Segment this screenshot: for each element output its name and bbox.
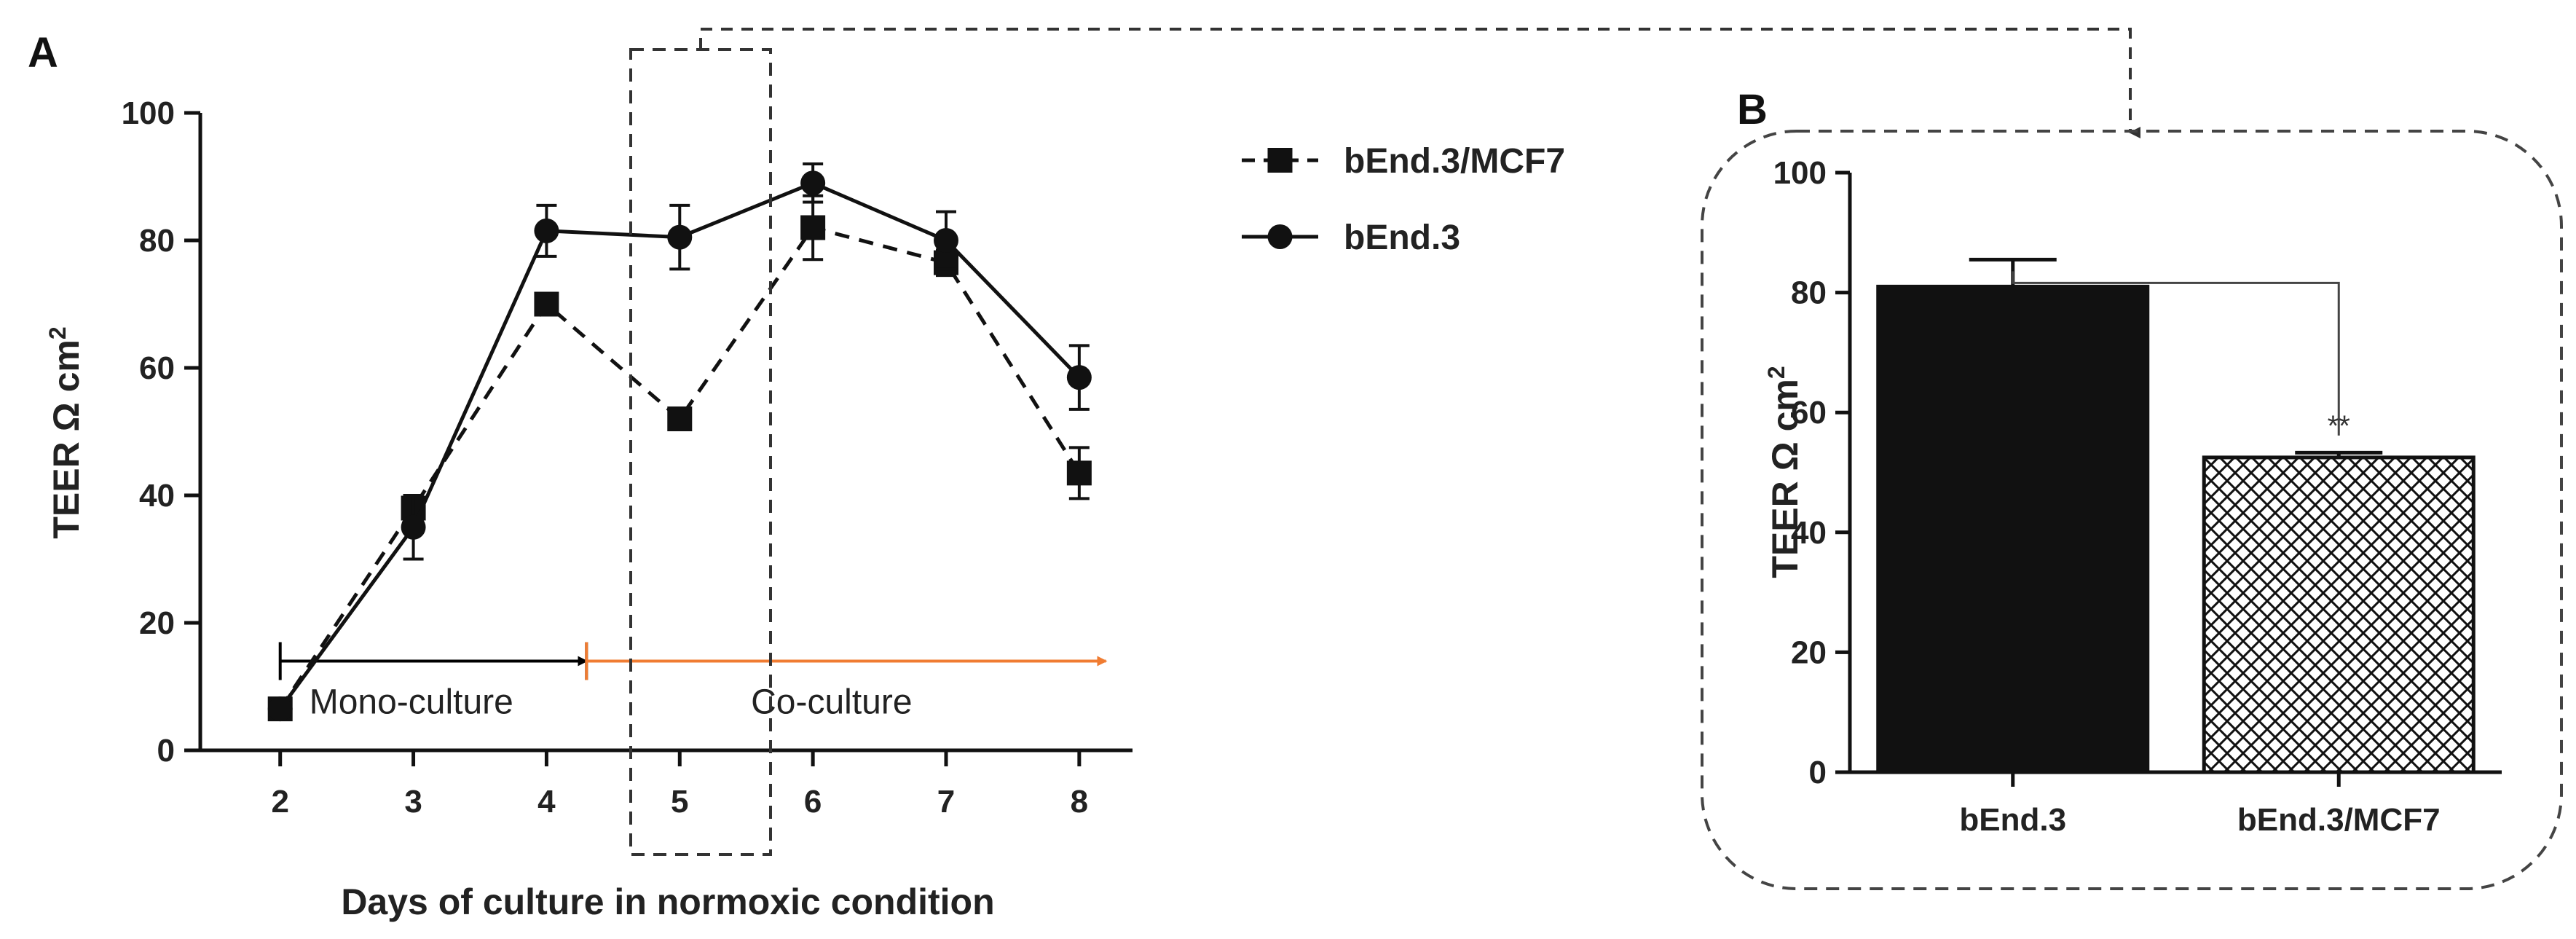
data-point-circle: [401, 514, 426, 540]
data-point-circle: [267, 696, 293, 722]
y-tick-label: 60: [139, 350, 175, 386]
y-tick-label: 20: [1791, 634, 1827, 670]
panel-b-y-ticks: 0 20 40 60 80 100: [1773, 155, 1850, 790]
day5-highlight-box: [629, 48, 772, 856]
data-point-square: [534, 291, 559, 317]
data-point-square: [1066, 460, 1092, 486]
panel-b-bar-chart: 0 20 40 60 80 100 TEER Ω cm2 bEnd.3 bEnd.3/MCF…: [1763, 155, 2502, 838]
panel-a-letter: A: [28, 29, 58, 76]
panel-b-bars: bEnd.3 bEnd.3/MCF7: [1876, 257, 2475, 838]
legend-label: bEnd.3: [1344, 219, 1460, 257]
y-tick-label: 60: [1791, 395, 1827, 431]
y-tick-label: 40: [1791, 515, 1827, 551]
panel-a-x-axis-title: Days of culture in normoxic condition: [341, 881, 994, 922]
significance-bracket: [2012, 271, 2340, 436]
x-tick-label: bEnd.3/MCF7: [2237, 802, 2441, 838]
y-tick-label: 0: [1809, 755, 1827, 790]
data-point-circle: [534, 218, 559, 243]
x-tick-label: 5: [671, 784, 688, 820]
bar: [1876, 284, 2150, 774]
panel-a-x-ticks: 2 3 4 5 6 7 8: [271, 750, 1088, 820]
x-tick-label: 8: [1071, 784, 1088, 820]
significance-label: **: [2328, 410, 2350, 442]
data-point-square: [800, 215, 826, 240]
y-tick-label: 40: [139, 478, 175, 514]
panel-a-legend: bEnd.3/MCF7 bEnd.3: [1242, 142, 1565, 257]
y-tick-label: 0: [157, 733, 175, 769]
data-point-square: [667, 406, 693, 431]
series-line: [278, 225, 1081, 710]
y-tick-label: 100: [1773, 155, 1827, 191]
phase-label: Mono-culture: [310, 683, 513, 722]
panel-b-letter: B: [1737, 86, 1768, 133]
x-tick-label: 7: [937, 784, 955, 820]
bar: [2202, 455, 2475, 774]
x-tick-label: 3: [404, 784, 422, 820]
data-point-circle: [934, 228, 958, 253]
panel-a-y-ticks: 0 20 40 60 80 100: [122, 95, 200, 769]
panel-a-line-chart: 2 3 4 5 6 7 8 0 20 40 60 80 100 Days of culture in …: [44, 95, 1565, 922]
panel-b-y-axis-title: TEER Ω cm2: [1763, 366, 1805, 578]
y-tick-label: 100: [122, 95, 175, 131]
y-tick-label: 80: [1791, 275, 1827, 311]
panel-a-series: [267, 162, 1092, 722]
panel-a-culture-phase-arrows: Mono-culture Co-culture: [278, 642, 1108, 722]
y-tick-label: 80: [139, 223, 175, 259]
legend-marker-circle: [1267, 224, 1293, 249]
connector-arrow: [699, 28, 2140, 138]
x-tick-label: 2: [271, 784, 288, 820]
panel-a-y-axis-title: TEER Ω cm2: [44, 326, 87, 538]
y-tick-label: 20: [139, 605, 175, 641]
data-point-circle: [1066, 365, 1092, 390]
legend-label: bEnd.3/MCF7: [1344, 142, 1565, 181]
panel-a-axes: [198, 113, 1133, 753]
phase-label: Co-culture: [751, 683, 912, 722]
x-tick-label: 4: [537, 784, 556, 820]
data-point-circle: [800, 170, 826, 196]
panel-b-significance: **: [2012, 271, 2350, 442]
data-point-circle: [667, 224, 693, 250]
x-tick-label: 6: [804, 784, 822, 820]
x-tick-label: bEnd.3: [1959, 802, 2066, 838]
legend-marker-square: [1267, 148, 1293, 173]
series-circle: [267, 162, 1092, 722]
panel-b-frame: [1701, 130, 2563, 890]
series-square: [267, 194, 1092, 722]
